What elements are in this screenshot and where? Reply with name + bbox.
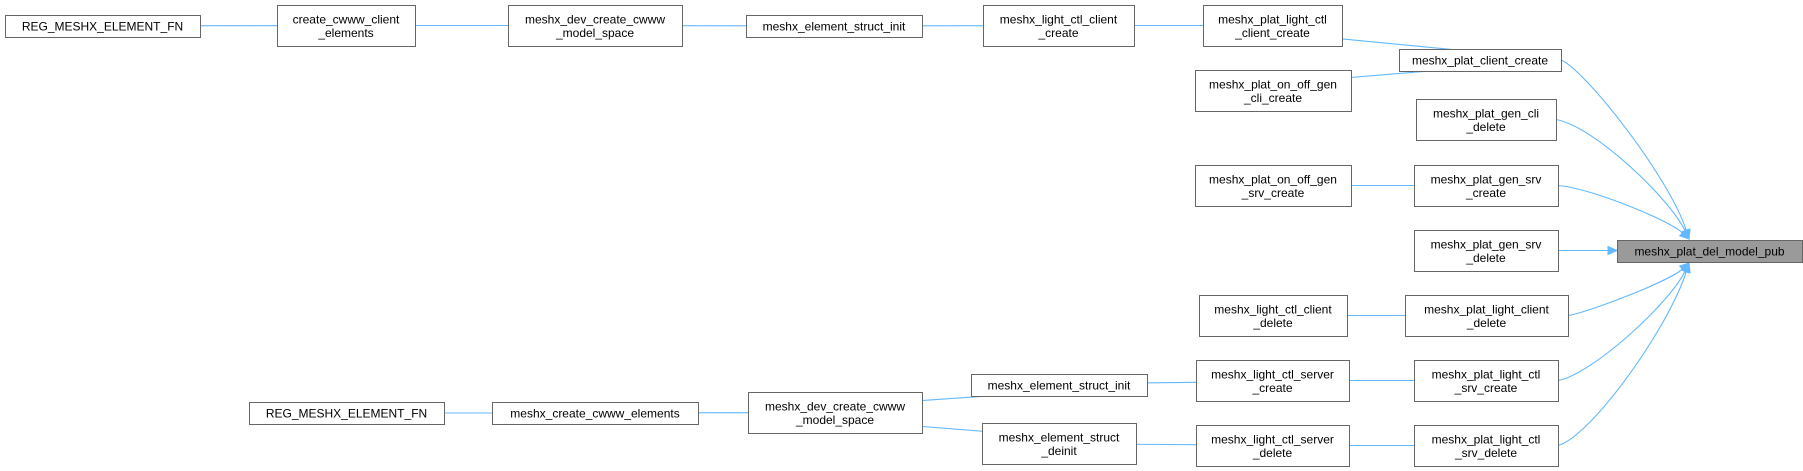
function-node[interactable]: REG_MESHX_ELEMENT_FN xyxy=(5,15,201,38)
call-edge xyxy=(1557,261,1691,447)
function-node[interactable]: meshx_element_struct_init xyxy=(746,15,923,38)
function-node-label: meshx_plat_light_ctl xyxy=(1432,432,1541,446)
function-node-label: meshx_plat_client_create xyxy=(1412,54,1548,68)
function-node[interactable]: meshx_plat_light_ctl_srv_delete xyxy=(1414,425,1559,467)
function-node-label: _create xyxy=(1037,26,1078,40)
function-node-label: _model_space xyxy=(555,26,634,40)
function-node[interactable]: meshx_light_ctl_server_delete xyxy=(1196,425,1350,467)
function-node-label: meshx_element_struct xyxy=(999,430,1120,444)
call-edge xyxy=(1557,261,1690,382)
function-node-label: meshx_plat_gen_srv xyxy=(1431,237,1542,251)
function-node[interactable]: meshx_plat_on_off_gen_cli_create xyxy=(1195,70,1352,112)
call-edge xyxy=(1557,184,1690,240)
function-node-label: REG_MESHX_ELEMENT_FN xyxy=(266,407,427,421)
function-node-label: _create xyxy=(1251,381,1292,395)
function-node-label: _cli_create xyxy=(1243,91,1302,105)
function-node-label: meshx_plat_light_client xyxy=(1424,302,1549,316)
function-node[interactable]: meshx_create_cwww_elements xyxy=(492,402,699,425)
function-node[interactable]: meshx_element_struct_deinit xyxy=(982,423,1137,465)
function-node-label: meshx_element_struct_init xyxy=(988,379,1131,393)
function-node[interactable]: meshx_plat_gen_srv_create xyxy=(1414,165,1559,207)
function-node-label: meshx_light_ctl_server xyxy=(1211,432,1334,446)
function-node-label: _delete xyxy=(1252,316,1293,330)
function-node[interactable]: meshx_light_ctl_client_delete xyxy=(1199,295,1348,337)
function-node[interactable]: meshx_light_ctl_server_create xyxy=(1196,360,1350,402)
function-node[interactable]: meshx_plat_client_create xyxy=(1399,49,1562,72)
function-node-label: _model_space xyxy=(795,413,874,427)
function-node-label: _srv_create xyxy=(1241,186,1305,200)
function-node[interactable]: meshx_plat_light_ctl_srv_create xyxy=(1414,360,1559,402)
function-node-label: meshx_plat_on_off_gen xyxy=(1209,77,1337,91)
function-node[interactable]: meshx_dev_create_cwww_model_space xyxy=(748,392,923,434)
function-node-label: _delete xyxy=(1252,446,1293,460)
function-node-label: meshx_plat_light_ctl xyxy=(1432,367,1541,381)
function-node[interactable]: meshx_element_struct_init xyxy=(971,374,1148,397)
function-node-label: meshx_plat_gen_cli xyxy=(1433,106,1539,120)
function-node[interactable]: meshx_light_ctl_client_create xyxy=(983,5,1135,47)
function-node-label: REG_MESHX_ELEMENT_FN xyxy=(22,20,183,34)
function-node[interactable]: meshx_plat_light_client_delete xyxy=(1405,295,1569,337)
function-node[interactable]: REG_MESHX_ELEMENT_FN xyxy=(249,402,445,425)
function-node[interactable]: meshx_plat_light_ctl_client_create xyxy=(1203,5,1343,47)
function-node-label: _create xyxy=(1465,186,1506,200)
function-node[interactable]: meshx_plat_on_off_gen_srv_create xyxy=(1195,165,1352,207)
function-node-label: meshx_light_ctl_server xyxy=(1211,367,1334,381)
function-node-label: meshx_create_cwww_elements xyxy=(510,407,679,421)
function-node[interactable]: meshx_dev_create_cwww_model_space xyxy=(508,5,683,47)
call-edge xyxy=(1560,59,1691,241)
function-node-label: _client_create xyxy=(1234,26,1310,40)
call-graph-nodes: meshx_plat_del_model_pub meshx_plat_clien… xyxy=(5,5,1803,467)
function-node-label: _deinit xyxy=(1040,444,1077,458)
call-edge xyxy=(1555,118,1690,241)
function-node-label: meshx_plat_gen_srv xyxy=(1431,172,1542,186)
function-node-label: meshx_dev_create_cwww xyxy=(525,12,665,26)
function-node-label: _srv_delete xyxy=(1454,446,1517,460)
function-node-label: _delete xyxy=(1465,251,1506,265)
function-node-label: meshx_plat_del_model_pub xyxy=(1634,245,1784,259)
function-node-label: meshx_dev_create_cwww xyxy=(765,399,905,413)
function-node-label: _elements xyxy=(317,26,373,40)
function-node-label: meshx_light_ctl_client xyxy=(1214,302,1332,316)
root-function-node[interactable]: meshx_plat_del_model_pub xyxy=(1617,240,1803,263)
function-node-label: _delete xyxy=(1466,316,1507,330)
function-node-label: meshx_plat_light_ctl xyxy=(1218,12,1327,26)
function-node[interactable]: meshx_plat_gen_cli_delete xyxy=(1416,99,1557,141)
function-node-label: meshx_plat_on_off_gen xyxy=(1209,172,1337,186)
function-node[interactable]: create_cwww_client_elements xyxy=(277,5,416,47)
call-edge xyxy=(1558,245,1619,256)
function-node-label: create_cwww_client xyxy=(293,12,400,26)
function-node-label: meshx_light_ctl_client xyxy=(1000,12,1118,26)
function-node-label: meshx_element_struct_init xyxy=(763,20,906,34)
function-node-label: _srv_create xyxy=(1454,381,1518,395)
function-node-label: _delete xyxy=(1465,120,1506,134)
function-node[interactable]: meshx_plat_gen_srv_delete xyxy=(1414,230,1559,272)
